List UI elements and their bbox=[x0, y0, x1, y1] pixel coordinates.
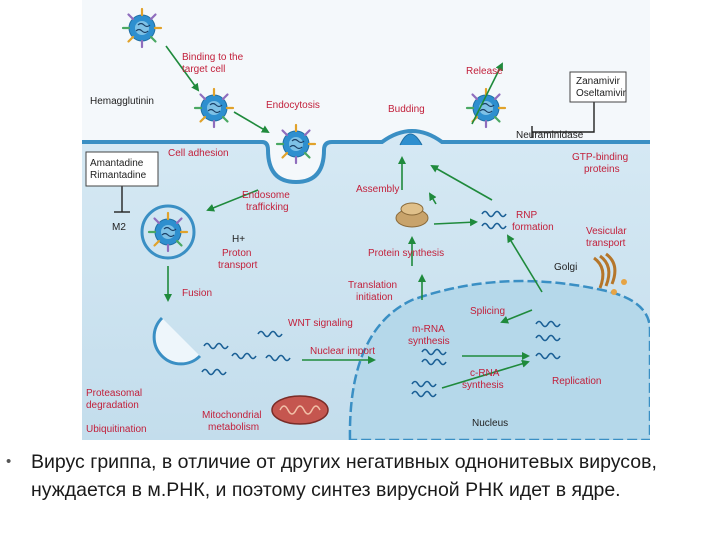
label-endosome-1: Endosome bbox=[242, 190, 290, 201]
mitochondrion bbox=[271, 395, 329, 425]
caption-text: Вирус гриппа, в отличие от других негати… bbox=[31, 451, 657, 501]
label-rnp-2: formation bbox=[512, 222, 554, 233]
fusion-vesicle bbox=[152, 316, 202, 366]
virion-endocytosed bbox=[275, 123, 317, 165]
label-hemagglutinin: Hemagglutinin bbox=[90, 96, 154, 107]
virion-endosome bbox=[147, 211, 189, 253]
nucleus bbox=[348, 279, 652, 442]
label-cell-adhesion: Cell adhesion bbox=[168, 148, 229, 159]
label-replication: Replication bbox=[552, 376, 601, 387]
label-proteasomal-1: Proteasomal bbox=[86, 388, 142, 399]
label-mitochondrial-1: Mitochondrial bbox=[202, 410, 261, 421]
label-ubiquitination: Ubiquitination bbox=[86, 424, 147, 435]
label-mitochondrial-2: metabolism bbox=[208, 422, 259, 433]
label-zanamivir: Zanamivir bbox=[576, 76, 621, 87]
label-rnp-1: RNP bbox=[516, 210, 537, 221]
label-wnt: WNT signaling bbox=[288, 318, 353, 329]
label-fusion: Fusion bbox=[182, 288, 212, 299]
label-assembly: Assembly bbox=[356, 184, 399, 195]
inhibitor-lines bbox=[114, 102, 595, 213]
label-vesicular-1: Vesicular bbox=[586, 226, 627, 237]
cell-membrane bbox=[82, 129, 650, 185]
label-proton-1: Proton bbox=[222, 248, 251, 259]
label-nuclear-import: Nuclear import bbox=[310, 346, 375, 357]
label-budding: Budding bbox=[388, 104, 425, 115]
label-proteasomal-2: degradation bbox=[86, 400, 139, 411]
label-oseltamivir: Oseltamivir bbox=[576, 88, 627, 99]
label-crna-1: c-RNA bbox=[470, 368, 500, 379]
pathway-arrows bbox=[164, 45, 543, 389]
ribosome bbox=[395, 202, 429, 228]
virion-free bbox=[121, 7, 163, 49]
label-nucleus: Nucleus bbox=[472, 418, 508, 429]
label-binding-2: target cell bbox=[182, 64, 225, 75]
budding-particle bbox=[399, 133, 423, 146]
label-neuraminidase: Neuraminidase bbox=[516, 130, 584, 141]
label-proton-2: transport bbox=[218, 260, 258, 271]
label-binding-1: Binding to the bbox=[182, 52, 244, 63]
zanamivir-box bbox=[569, 71, 627, 103]
label-gtp-1: GTP-binding bbox=[572, 152, 628, 163]
label-amantadine: Amantadine bbox=[90, 158, 144, 169]
label-release: Release bbox=[466, 66, 503, 77]
label-vesicular-2: transport bbox=[586, 238, 626, 249]
label-endosome-2: trafficking bbox=[246, 202, 289, 213]
slide-caption: • Вирус гриппа, в отличие от других нега… bbox=[6, 448, 712, 504]
label-crna-2: synthesis bbox=[462, 380, 504, 391]
label-golgi: Golgi bbox=[554, 262, 577, 273]
label-splicing: Splicing bbox=[470, 306, 505, 317]
label-m2: M2 bbox=[112, 222, 126, 233]
label-mrna-2: synthesis bbox=[408, 336, 450, 347]
golgi bbox=[593, 252, 627, 295]
amantadine-box bbox=[85, 151, 159, 187]
label-translation-1: Translation bbox=[348, 280, 397, 291]
label-endocytosis: Endocytosis bbox=[266, 100, 320, 111]
label-rimantadine: Rimantadine bbox=[90, 170, 147, 181]
label-protein-synthesis: Protein synthesis bbox=[368, 248, 444, 259]
label-h-plus: H+ bbox=[232, 234, 245, 245]
label-translation-2: initiation bbox=[356, 292, 393, 303]
label-gtp-2: proteins bbox=[584, 164, 620, 175]
virion-bound bbox=[193, 87, 235, 129]
bullet-icon: • bbox=[6, 453, 12, 470]
label-mrna-1: m-RNA bbox=[412, 324, 445, 335]
endosome bbox=[140, 204, 196, 260]
